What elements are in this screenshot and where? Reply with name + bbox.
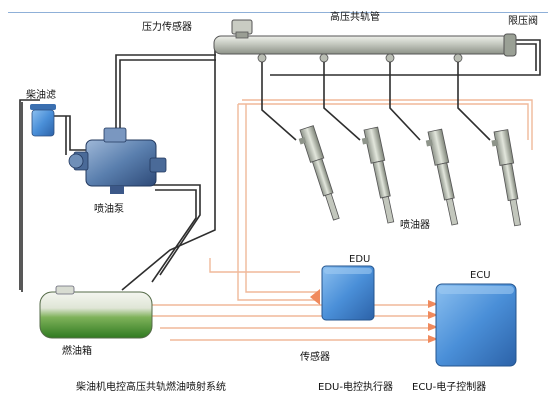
injector-1: [298, 125, 340, 221]
rail-outlets: [257, 53, 463, 63]
edu-caption: EDU-电控执行器: [318, 382, 393, 393]
injector-feed-pipes: [261, 62, 491, 141]
injector-3: [425, 128, 459, 226]
injection-pump: [68, 127, 167, 194]
fuel-pipes: [19, 34, 541, 292]
fuel-tank: [39, 285, 153, 339]
injector-2: [361, 126, 395, 224]
label-fuel-filter: 柴油滤: [26, 90, 56, 101]
edu-module: [321, 265, 375, 321]
label-injector: 喷油器: [400, 220, 430, 231]
ecu-caption: ECU-电子控制器: [412, 382, 487, 393]
pressure-sensor: [231, 19, 253, 39]
common-rail: [213, 33, 517, 57]
top-border-line: [8, 12, 548, 13]
label-pressure-sensor: 压力传感器: [142, 22, 192, 33]
edu-signal-arrow: [310, 289, 320, 305]
label-pressure-limiter: 限压阀: [508, 16, 538, 27]
signal-wires: [140, 99, 533, 341]
injectors: [298, 125, 521, 227]
label-sensor: 传感器: [300, 352, 330, 363]
ecu-module: [435, 283, 517, 367]
label-fuel-tank: 燃油箱: [62, 346, 92, 357]
fuel-filter: [30, 104, 56, 137]
label-injection-pump: 喷油泵: [94, 204, 124, 215]
injector-4: [491, 129, 521, 227]
ecu-signal-arrows: [428, 300, 438, 343]
label-common-rail: 高压共轨管: [330, 12, 380, 23]
label-ecu: ECU: [470, 270, 491, 281]
label-edu: EDU: [349, 254, 371, 265]
system-title: 柴油机电控高压共轨燃油喷射系统: [76, 382, 226, 393]
